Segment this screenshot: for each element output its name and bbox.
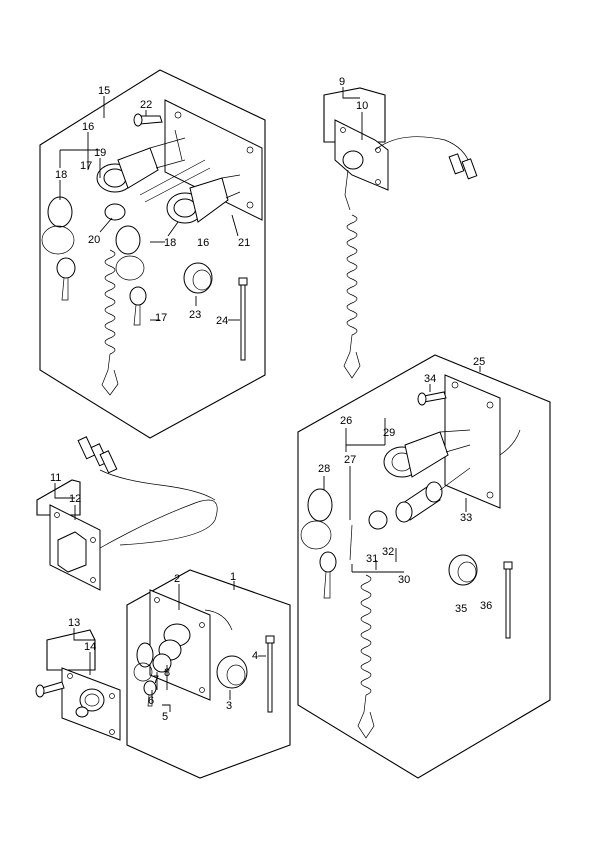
callout-2: 2: [174, 573, 180, 585]
callout-19: 19: [94, 147, 106, 159]
callout-35: 35: [455, 603, 467, 615]
ring-32: [368, 510, 388, 530]
callout-3: 3: [226, 700, 232, 712]
assembly-group-9: [323, 87, 478, 379]
mounting-plate-21: [164, 99, 263, 221]
callout-18-b: 18: [164, 237, 176, 249]
cap-35: [448, 554, 478, 586]
callout-10: 10: [356, 100, 368, 112]
callout-33: 33: [460, 512, 472, 524]
cable-tie-36: [503, 561, 513, 639]
switch-19: [96, 129, 186, 193]
callout-16-b: 16: [197, 237, 209, 249]
callout-25: 25: [473, 356, 485, 368]
lanyard-20: [101, 203, 126, 396]
assembly-group-13: [35, 628, 121, 741]
callout-6: 6: [148, 695, 154, 707]
callout-22: 22: [140, 99, 152, 111]
callout-9: 9: [339, 76, 345, 88]
cap-23: [183, 262, 213, 294]
callout-16-a: 16: [82, 121, 94, 133]
callout-15: 15: [98, 85, 110, 97]
callout-4: 4: [252, 650, 258, 662]
mounting-plate-33: [444, 374, 501, 509]
callout-23: 23: [189, 309, 201, 321]
lanyard-31: [349, 524, 375, 739]
callout-13: 13: [68, 617, 80, 629]
callout-12: 12: [69, 493, 81, 505]
screw-22: [133, 113, 163, 127]
callout-29: 29: [383, 427, 395, 439]
callout-14: 14: [84, 641, 96, 653]
callout-20: 20: [88, 234, 100, 246]
cap-3: [216, 655, 248, 689]
callout-8: 8: [164, 667, 170, 679]
callout-28: 28: [318, 463, 330, 475]
callout-17-a: 17: [80, 160, 92, 172]
callout-1: 1: [230, 571, 236, 583]
cable-tie-24: [238, 277, 248, 361]
callout-34: 34: [424, 373, 436, 385]
callout-32: 32: [382, 546, 394, 558]
group-11-frame: [36, 479, 81, 516]
callout-17-b: 17: [155, 312, 167, 324]
callout-24: 24: [216, 315, 228, 327]
key-28: [300, 488, 337, 599]
switch-29: [383, 429, 471, 478]
callout-21: 21: [238, 237, 250, 249]
callout-11: 11: [50, 472, 61, 484]
callout-30: 30: [398, 574, 410, 586]
group-15-frame: [39, 69, 266, 439]
callout-27: 27: [344, 454, 356, 466]
callout-36: 36: [480, 600, 492, 612]
plunger-30: [395, 467, 471, 523]
callout-5: 5: [162, 711, 168, 723]
callout-7: 7: [153, 674, 159, 686]
callout-18-a: 18: [55, 169, 67, 181]
callout-26: 26: [340, 415, 352, 427]
assembly-group-11: [36, 436, 218, 591]
switch-16: [166, 174, 241, 224]
callout-labels: 1 2 3 4 5 6 7 8 9 10 11 12 13 14 15 16 1…: [50, 76, 492, 723]
assembly-group-1: [126, 569, 291, 779]
assembly-group-15: [39, 69, 266, 439]
cable-tie-4: [267, 639, 273, 713]
callout-31: 31: [366, 553, 378, 565]
assembly-group-25: [297, 354, 551, 779]
screw-34: [417, 391, 447, 406]
key-17: [115, 225, 147, 326]
